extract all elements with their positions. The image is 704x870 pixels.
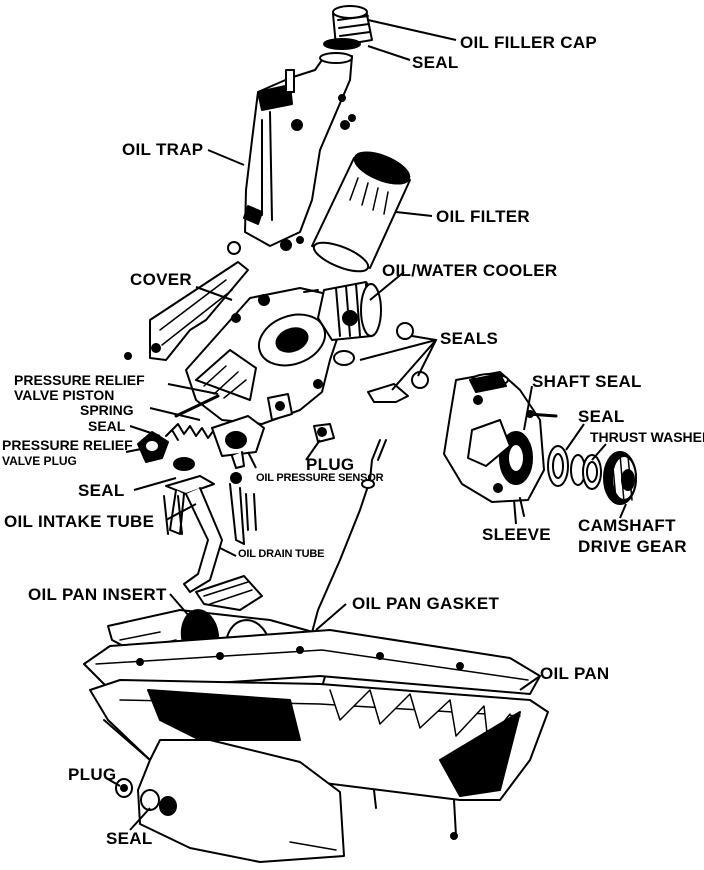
label-seal-right: SEAL [578, 407, 625, 426]
label-seal-intake: SEAL [78, 481, 125, 500]
oil-pressure-sensor-part [211, 415, 265, 469]
label-oil-filter: OIL FILTER [436, 207, 530, 226]
label-shaft-seal: SHAFT SEAL [532, 372, 642, 391]
oil-filter-part [311, 151, 411, 273]
plug-mid-part [313, 423, 335, 443]
label-pressure-relief-valve-plug-1: PRESSURE RELIEF [2, 437, 133, 453]
leader-lines [105, 19, 627, 831]
shaft-seals-part [547, 445, 602, 490]
cover-part [124, 241, 249, 361]
camshaft-housing-part [443, 371, 558, 517]
oil-drain-tube-part [229, 472, 245, 545]
label-seals: SEALS [440, 329, 499, 348]
label-camshaft-drive-gear-2: DRIVE GEAR [578, 537, 687, 556]
label-plug-bottom: PLUG [68, 765, 117, 784]
seals-part [333, 322, 429, 403]
label-seal-mid: SEAL [88, 418, 126, 434]
label-cover: COVER [130, 270, 192, 289]
label-pressure-relief-valve-plug-2: VALVE PLUG [2, 454, 77, 468]
label-oil-drain-tube: OIL DRAIN TUBE [238, 548, 325, 560]
oil-trap-part [243, 52, 356, 251]
dipstick-part [309, 439, 387, 641]
label-oil-trap: OIL TRAP [122, 140, 204, 159]
label-oil-pan-gasket: OIL PAN GASKET [352, 594, 500, 613]
label-oil-pan: OIL PAN [540, 664, 610, 683]
label-seal-bottom: SEAL [106, 829, 153, 848]
oil-water-cooler-part [303, 281, 382, 341]
label-thrust-washer: THRUST WASHER [590, 429, 704, 445]
pressure-relief-valve-parts [137, 394, 221, 463]
label-pressure-relief-valve-piston-1: PRESSURE RELIEF [14, 372, 145, 388]
oil-pan-gasket-part [83, 629, 541, 695]
label-sleeve: SLEEVE [482, 525, 551, 544]
label-oil-pan-insert: OIL PAN INSERT [28, 585, 167, 604]
camshaft-drive-gear-part [603, 451, 637, 505]
label-plug-mid: PLUG [306, 455, 355, 474]
oil-filler-cap-part [323, 5, 373, 50]
oil-intake-tube-part [163, 457, 263, 611]
label-oil-pressure-sensor: OIL PRESSURE SENSOR [256, 472, 384, 484]
label-seal-top: SEAL [412, 53, 459, 72]
label-spring: SPRING [80, 402, 134, 418]
label-oil-water-cooler: OIL/WATER COOLER [382, 261, 558, 280]
label-camshaft-drive-gear-1: CAMSHAFT [578, 516, 676, 535]
label-oil-filler-cap: OIL FILLER CAP [460, 33, 598, 52]
label-oil-intake-tube: OIL INTAKE TUBE [4, 512, 155, 531]
oil-filter-housing-part [185, 287, 341, 425]
label-pressure-relief-valve-piston-2: VALVE PISTON [14, 387, 115, 403]
plug-bottom-part [115, 778, 133, 798]
oil-pan-sump-part [137, 739, 345, 863]
